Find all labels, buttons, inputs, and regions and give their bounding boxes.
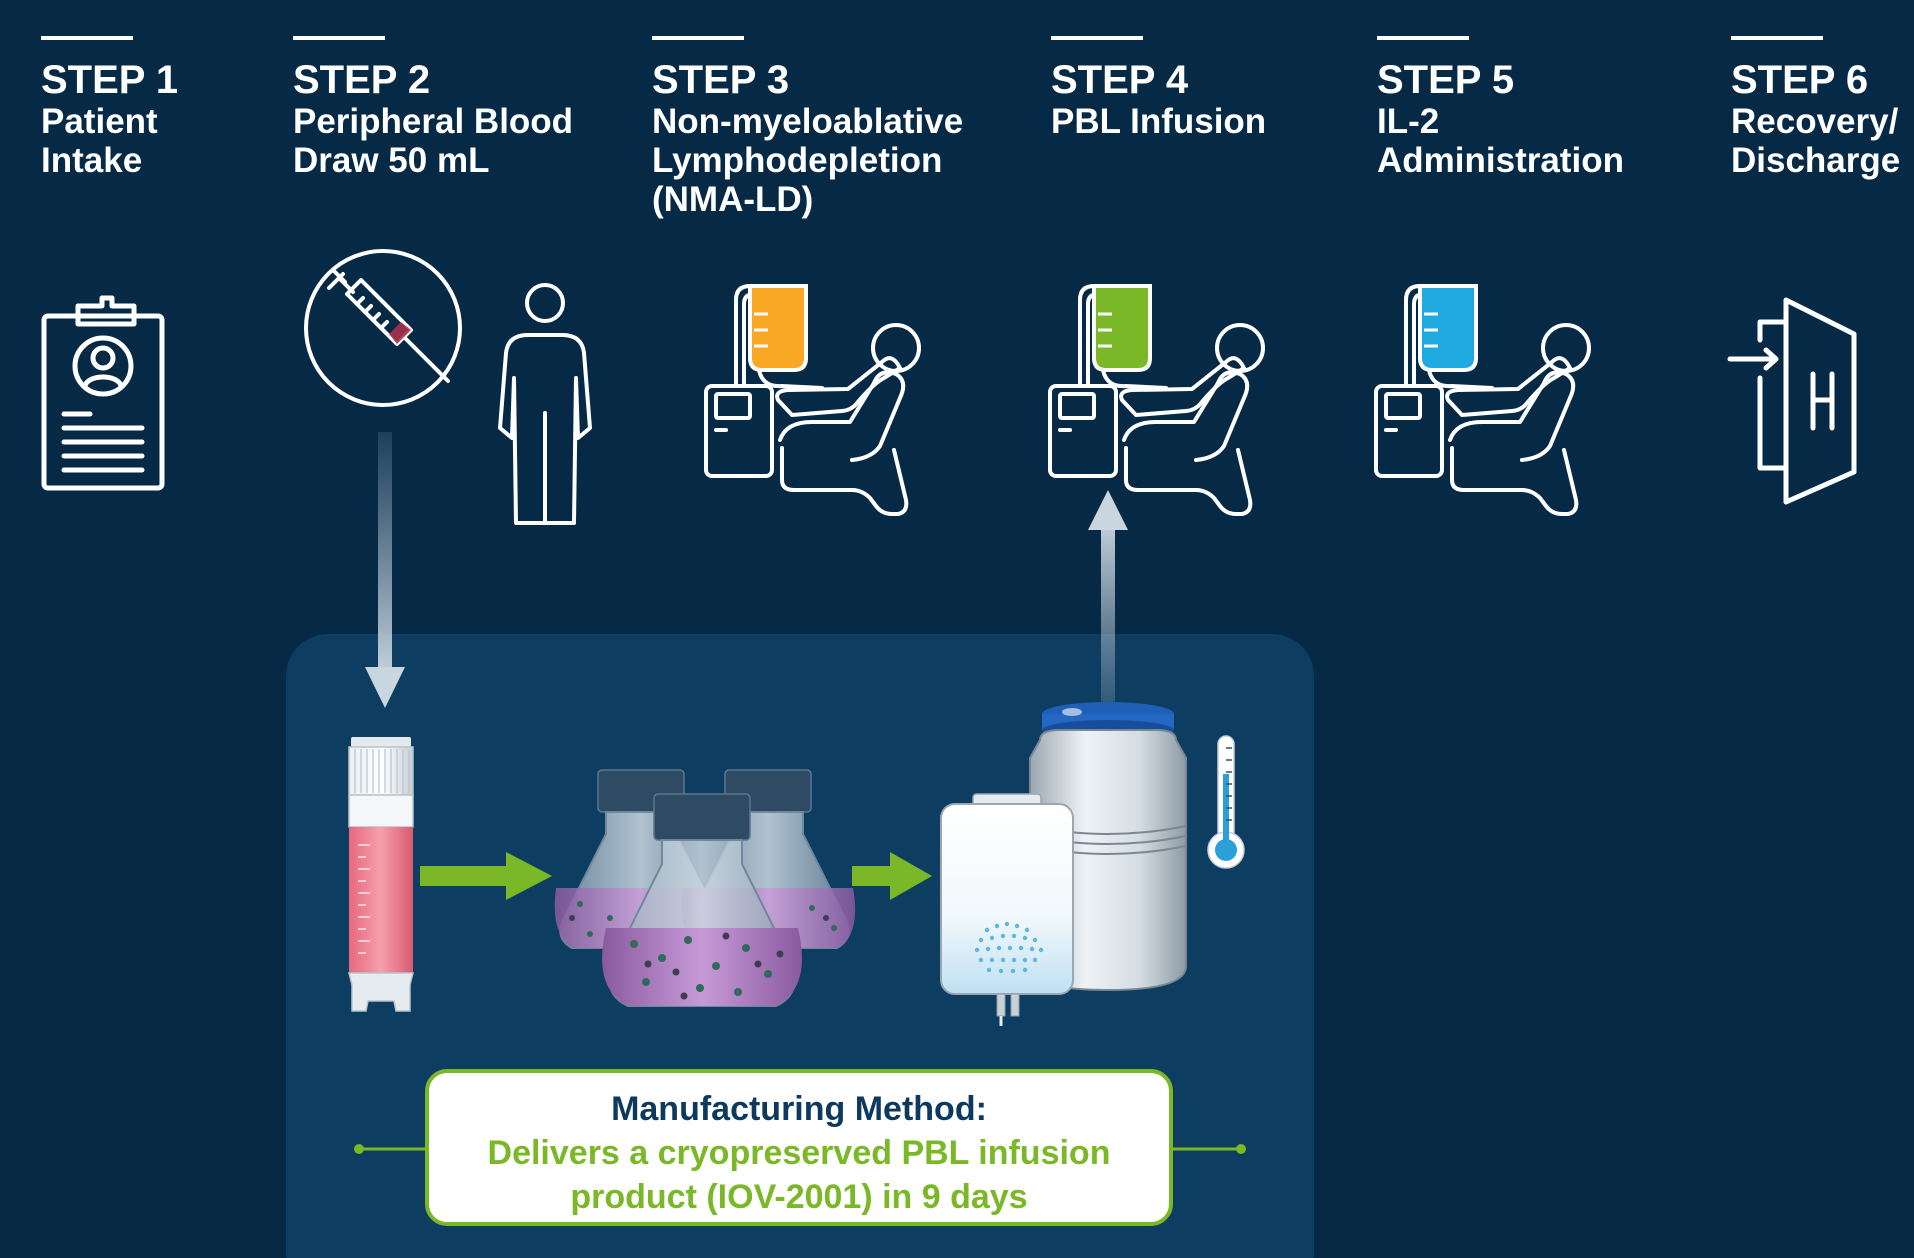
manufacturing-description-line: Delivers a cryopreserved PBL infusion (487, 1134, 1111, 1172)
manufacturing-description-line: product (IOV-2001) in 9 days (570, 1178, 1028, 1216)
manufacturing-description: Delivers a cryopreserved PBL infusion pr… (429, 1131, 1169, 1219)
connector-line (354, 1144, 430, 1154)
step-title-line: Administration (1377, 141, 1624, 180)
infusion-chair-icon (704, 284, 921, 516)
step-6: STEP 6 Recovery/ Discharge (1731, 36, 1900, 180)
step-title-line: Draw 50 mL (293, 141, 490, 180)
step-number: STEP 3 (652, 58, 790, 102)
step-title: Patient Intake (41, 102, 178, 180)
step-title-line: Non-myeloablative (652, 102, 964, 141)
up-arrow (1088, 490, 1128, 710)
step-title-line: Lymphodepletion (652, 141, 943, 180)
person-icon (498, 283, 592, 525)
step-divider (293, 36, 385, 40)
step-number: STEP 2 (293, 58, 431, 102)
step-divider (652, 36, 744, 40)
step-title-line: Intake (41, 141, 143, 180)
culture-flasks-icon (554, 769, 856, 1007)
step-title-line: (NMA-LD) (652, 180, 814, 219)
thermometer-icon (1207, 735, 1245, 869)
clipboard-icon (41, 295, 165, 491)
process-arrow (852, 852, 932, 900)
step-3: STEP 3 Non-myeloablative Lymphodepletion… (652, 36, 963, 219)
syringe-icon (304, 249, 462, 407)
step-divider (41, 36, 133, 40)
door-exit-icon (1727, 297, 1857, 505)
step-5: STEP 5 IL-2 Administration (1377, 36, 1624, 180)
step-number: STEP 5 (1377, 58, 1515, 102)
step-title-line: IL-2 (1377, 102, 1440, 141)
step-divider (1731, 36, 1823, 40)
manufacturing-title: Manufacturing Method: (611, 1090, 987, 1128)
infusion-chair-icon (1374, 284, 1591, 516)
step-title-line: Recovery/ (1731, 102, 1899, 141)
process-arrow (420, 852, 552, 900)
down-arrow (365, 432, 405, 708)
step-divider (1377, 36, 1469, 40)
step-title-line: Discharge (1731, 141, 1901, 180)
step-number: STEP 6 (1731, 58, 1869, 102)
step-number: STEP 1 (41, 58, 179, 102)
step-title: Non-myeloablative Lymphodepletion (NMA-L… (652, 102, 963, 219)
step-title: Peripheral Blood Draw 50 mL (293, 102, 573, 180)
step-title-line: Patient (41, 102, 158, 141)
step-title-line: PBL Infusion (1051, 102, 1267, 141)
step-title-line: Peripheral Blood (293, 102, 574, 141)
blood-tube-icon (348, 737, 414, 1012)
connector-line (1170, 1144, 1246, 1154)
step-1: STEP 1 Patient Intake (41, 36, 178, 180)
step-title: PBL Infusion (1051, 102, 1266, 141)
infusion-chair-icon (1048, 284, 1265, 516)
step-4: STEP 4 PBL Infusion (1051, 36, 1266, 141)
step-title: Recovery/ Discharge (1731, 102, 1900, 180)
step-title: IL-2 Administration (1377, 102, 1624, 180)
infusion-bag-icon (940, 793, 1074, 1026)
manufacturing-callout: Manufacturing Method: Delivers a cryopre… (425, 1069, 1173, 1226)
step-number: STEP 4 (1051, 58, 1189, 102)
step-divider (1051, 36, 1143, 40)
step-2: STEP 2 Peripheral Blood Draw 50 mL (293, 36, 573, 180)
